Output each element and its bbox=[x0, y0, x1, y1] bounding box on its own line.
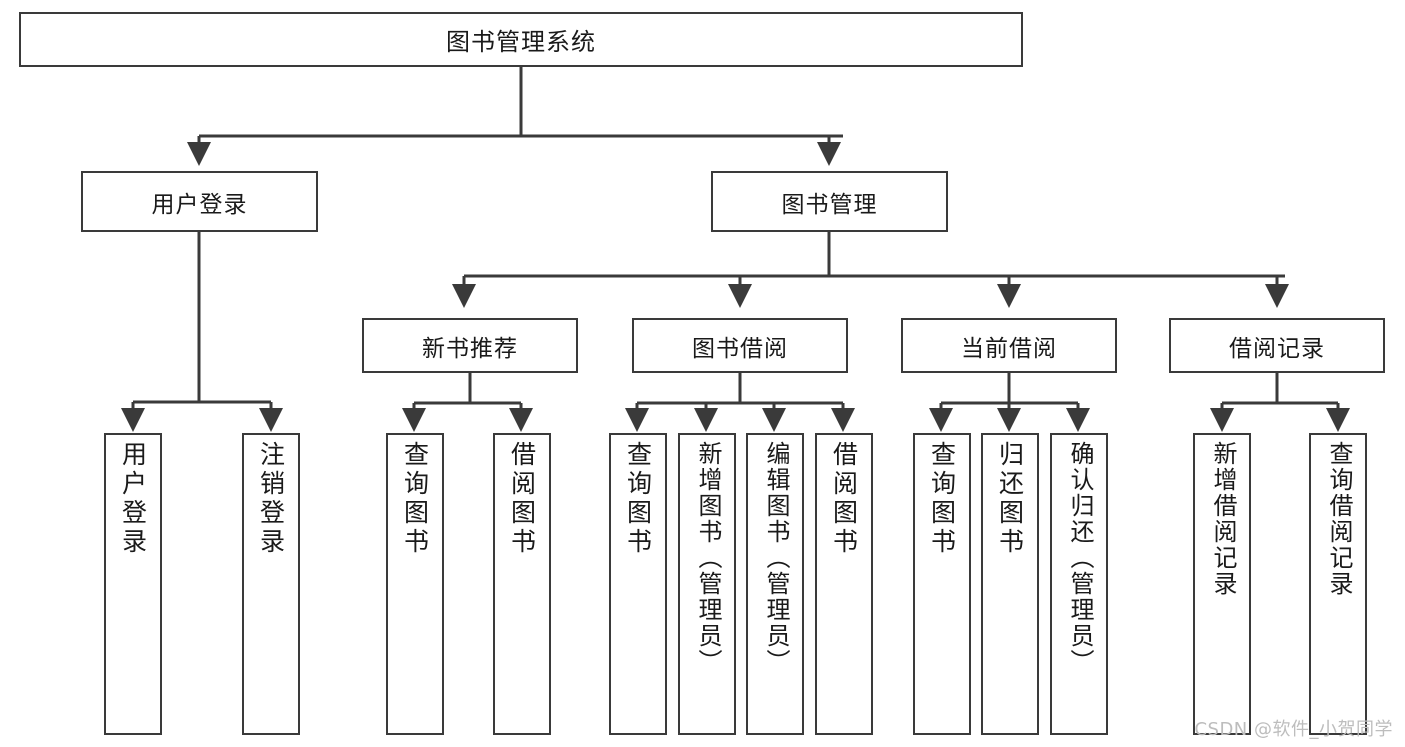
leaf-label: 查询图书 bbox=[400, 441, 430, 557]
leaf-label: 新增图书（管理员） bbox=[693, 441, 722, 675]
leaf-borrow-record-query[interactable]: 查询借阅记录 bbox=[1309, 433, 1367, 735]
leaf-label: 借阅图书 bbox=[829, 441, 859, 557]
leaf-label: 用户登录 bbox=[118, 441, 148, 557]
leaf-label: 归还图书 bbox=[995, 441, 1025, 557]
leaf-book-borrow-add[interactable]: 新增图书（管理员） bbox=[678, 433, 736, 735]
leaf-current-borrow-return[interactable]: 归还图书 bbox=[981, 433, 1039, 735]
leaf-label: 查询图书 bbox=[927, 441, 957, 557]
node-current-borrow[interactable]: 当前借阅 bbox=[901, 318, 1117, 373]
leaf-label: 确认归还（管理员） bbox=[1065, 441, 1094, 675]
leaf-book-borrow-edit[interactable]: 编辑图书（管理员） bbox=[746, 433, 804, 735]
node-book-management[interactable]: 图书管理 bbox=[711, 171, 948, 232]
leaf-label: 编辑图书（管理员） bbox=[761, 441, 790, 675]
leaf-borrow-record-add[interactable]: 新增借阅记录 bbox=[1193, 433, 1251, 735]
leaf-label: 注销登录 bbox=[256, 441, 286, 557]
leaf-current-borrow-confirm[interactable]: 确认归还（管理员） bbox=[1050, 433, 1108, 735]
node-borrow-record[interactable]: 借阅记录 bbox=[1169, 318, 1385, 373]
csdn-watermark: CSDN @软件_小贺同学 bbox=[1194, 719, 1393, 740]
leaf-label: 借阅图书 bbox=[507, 441, 537, 557]
node-book-borrow[interactable]: 图书借阅 bbox=[632, 318, 848, 373]
leaf-new-book-query[interactable]: 查询图书 bbox=[386, 433, 444, 735]
leaf-new-book-borrow[interactable]: 借阅图书 bbox=[493, 433, 551, 735]
leaf-label: 新增借阅记录 bbox=[1208, 441, 1237, 597]
leaf-user-login-login[interactable]: 用户登录 bbox=[104, 433, 162, 735]
node-new-book-recommend[interactable]: 新书推荐 bbox=[362, 318, 578, 373]
leaf-book-borrow-borrow[interactable]: 借阅图书 bbox=[815, 433, 873, 735]
leaf-book-borrow-query[interactable]: 查询图书 bbox=[609, 433, 667, 735]
leaf-current-borrow-query[interactable]: 查询图书 bbox=[913, 433, 971, 735]
leaf-label: 查询图书 bbox=[623, 441, 653, 557]
node-root-system[interactable]: 图书管理系统 bbox=[19, 12, 1023, 67]
leaf-label: 查询借阅记录 bbox=[1324, 441, 1353, 597]
node-user-login[interactable]: 用户登录 bbox=[81, 171, 318, 232]
leaf-user-login-logout[interactable]: 注销登录 bbox=[242, 433, 300, 735]
